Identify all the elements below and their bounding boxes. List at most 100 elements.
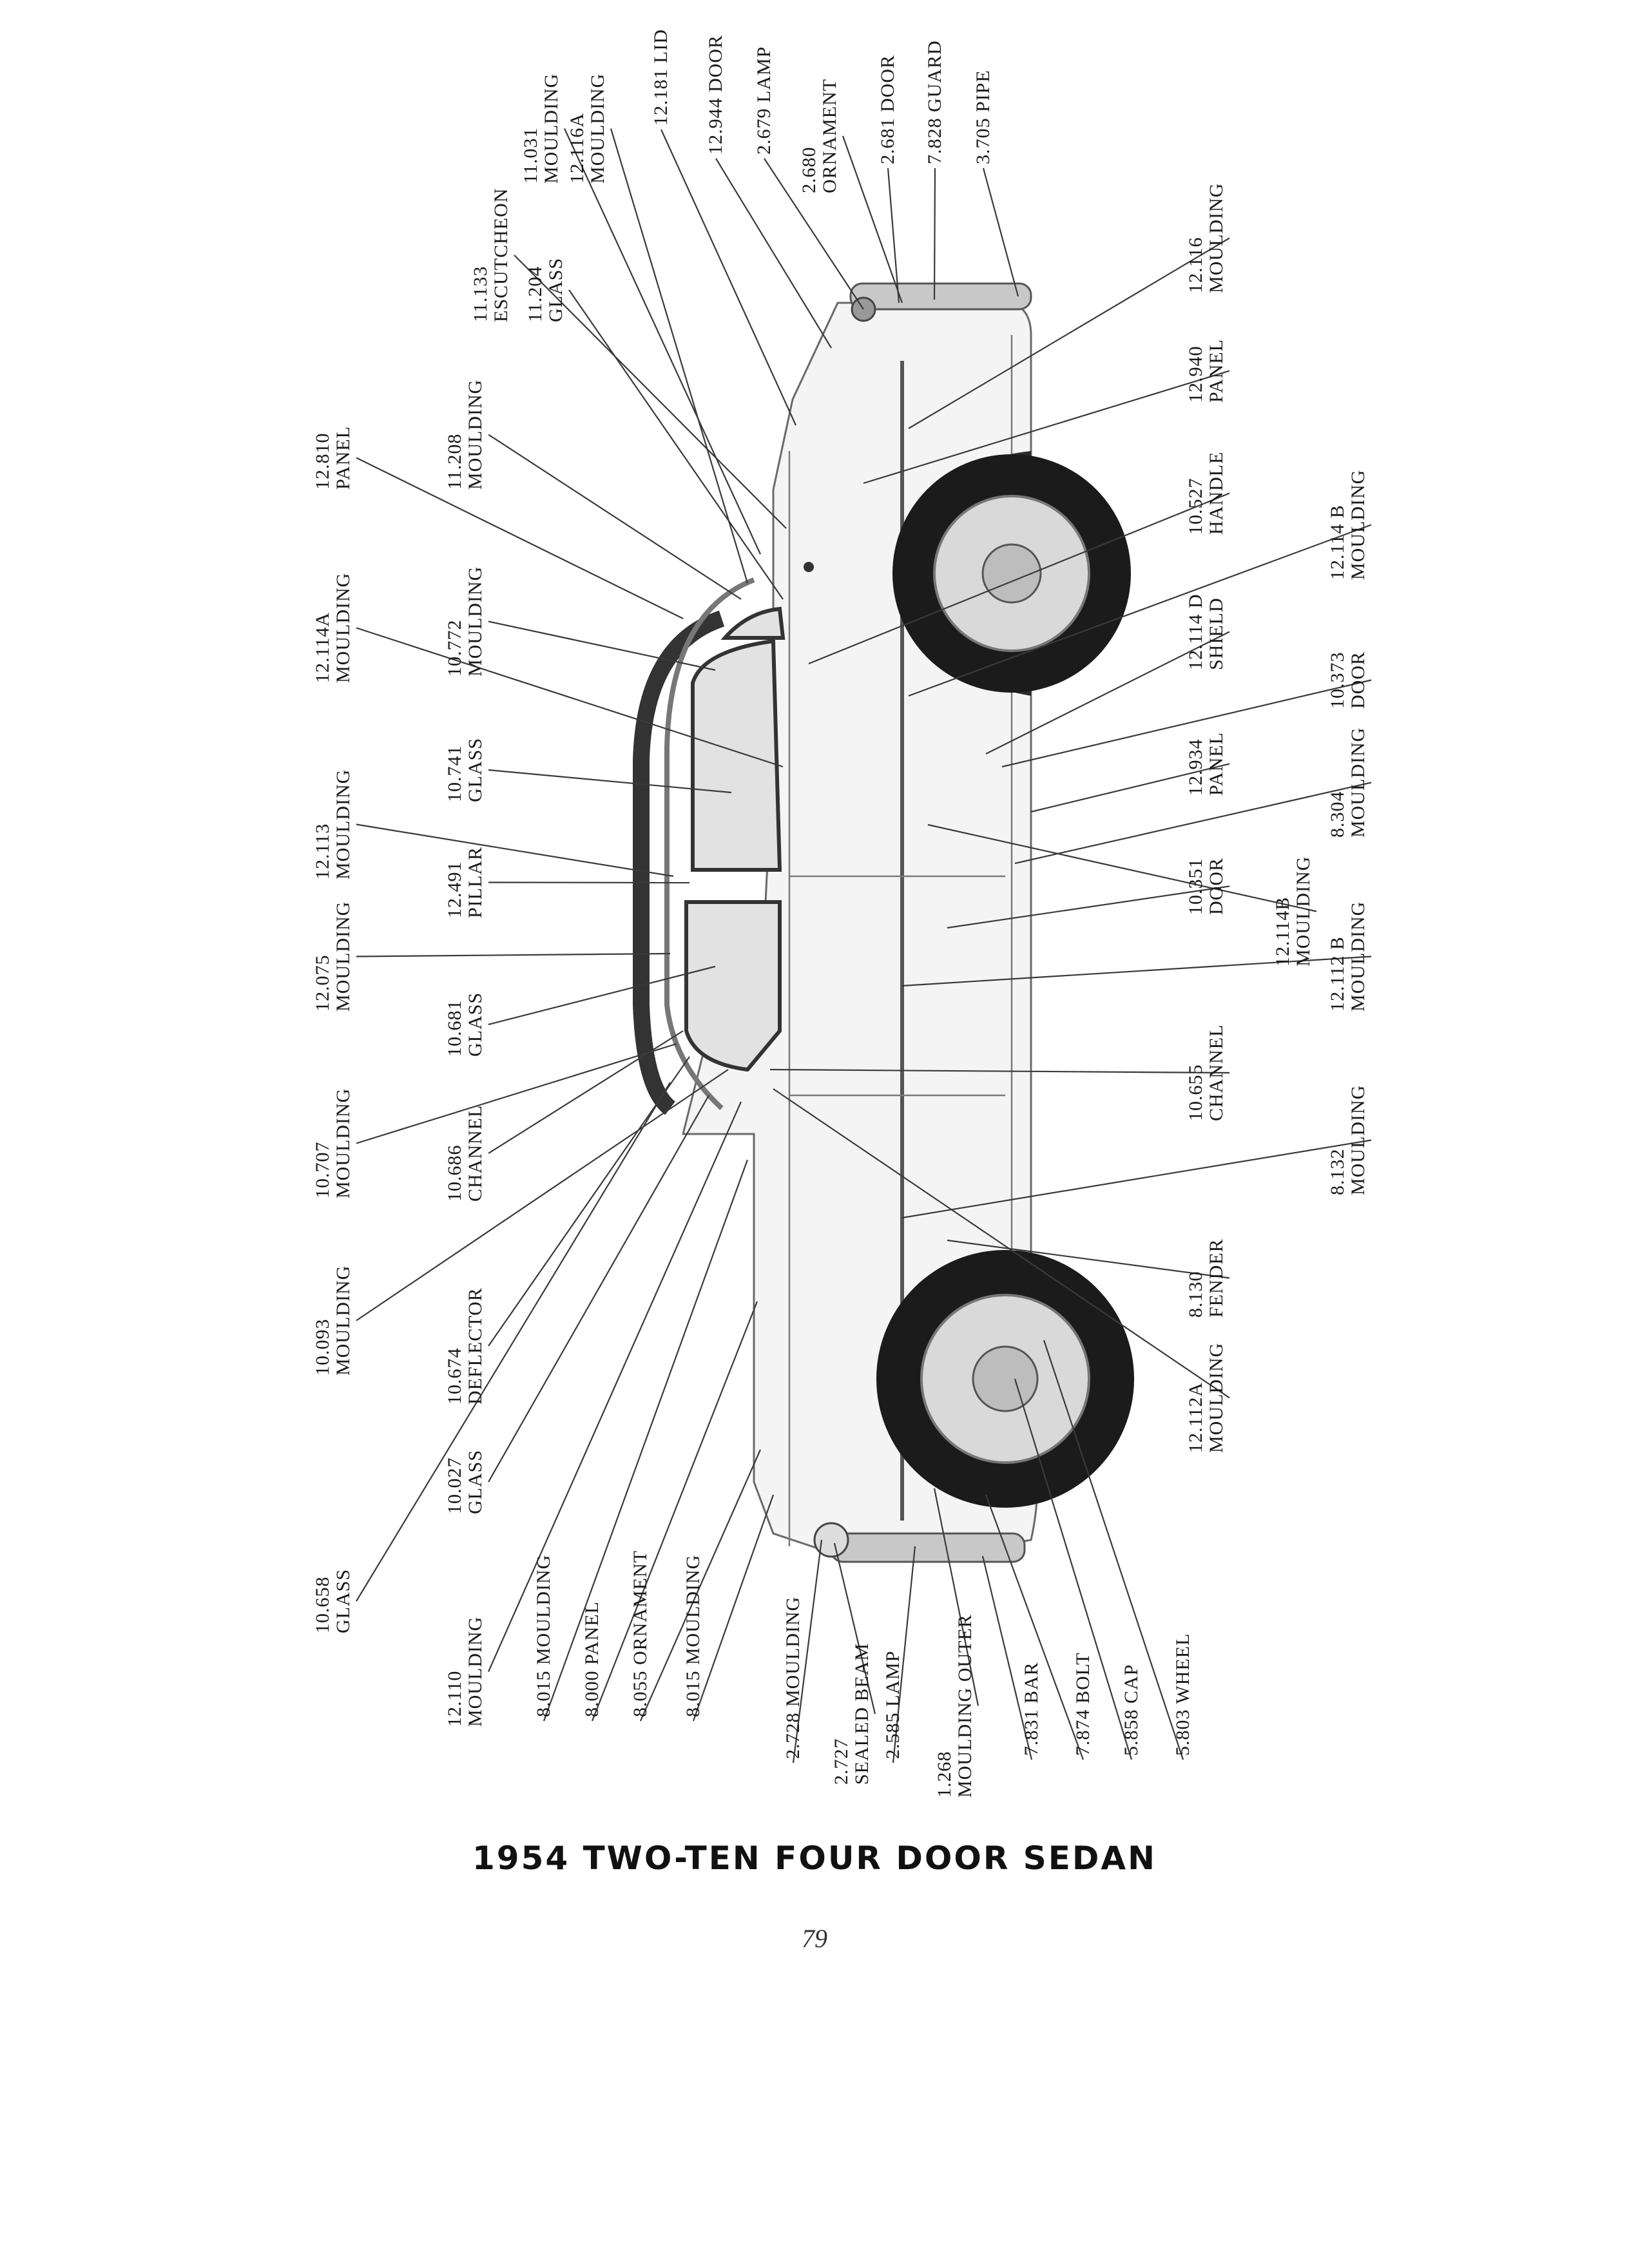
callout-c10: 11.133 ESCUTCHEON bbox=[470, 187, 512, 322]
leader-c27 bbox=[488, 965, 716, 1026]
callout-c42: 12.110 MOULDING bbox=[444, 1616, 486, 1727]
callout-c24: 12.491 PILLAR bbox=[444, 847, 486, 918]
leader-c45 bbox=[639, 1449, 762, 1722]
leader-c14 bbox=[488, 434, 742, 600]
leader-c39 bbox=[773, 1088, 1230, 1399]
callout-c27: 10.681 GLASS bbox=[444, 992, 486, 1057]
leader-c2 bbox=[610, 128, 749, 584]
callout-c3: 12.181 LID bbox=[650, 29, 671, 126]
callout-c25: 12.934 PANEL bbox=[1185, 732, 1227, 796]
leader-lines bbox=[356, 128, 1372, 1763]
callout-c2: 12.116A MOULDING bbox=[566, 73, 608, 184]
callout-c8: 7.828 GUARD bbox=[924, 40, 945, 164]
callout-c46: 8.015 MOULDING bbox=[682, 1554, 704, 1717]
callout-c23: 10.373 DOOR bbox=[1327, 651, 1369, 709]
callout-c6: 2.680 ORNAMENT bbox=[798, 79, 840, 193]
callout-c48: 2.727 SEALED BEAM bbox=[831, 1642, 872, 1785]
leader-c20 bbox=[356, 823, 674, 878]
callout-c44: 8.000 PANEL bbox=[581, 1601, 602, 1717]
leader-c42 bbox=[487, 1101, 742, 1672]
callout-c49: 2.585 LAMP bbox=[882, 1650, 903, 1759]
leader-c44 bbox=[591, 1301, 758, 1722]
door-handle bbox=[804, 562, 814, 572]
leader-c53 bbox=[1014, 1378, 1133, 1760]
leader-c48 bbox=[833, 1542, 876, 1715]
callout-c34: 10.655 CHANNEL bbox=[1185, 1024, 1227, 1121]
callout-c41: 10.027 GLASS bbox=[444, 1449, 486, 1514]
callout-c32: 10.707 MOULDING bbox=[312, 1088, 354, 1198]
callout-c50: 1.268 MOULDING OUTER bbox=[934, 1614, 976, 1798]
leader-c40 bbox=[356, 1082, 671, 1602]
leader-c12 bbox=[908, 237, 1230, 429]
callout-c22: 12.114 D SHIELD bbox=[1185, 593, 1227, 670]
callout-c4: 12.944 DOOR bbox=[705, 34, 726, 155]
leader-c13 bbox=[356, 457, 684, 619]
callout-c30: 8.304 MOULDING bbox=[1327, 727, 1369, 838]
rear-bumper bbox=[849, 282, 1032, 311]
head-lamp bbox=[813, 1522, 849, 1558]
page-number: 79 bbox=[802, 1924, 827, 1953]
callout-c40: 10.658 GLASS bbox=[312, 1568, 354, 1633]
leader-c52 bbox=[985, 1494, 1084, 1760]
callout-c38: 8.130 FENDER bbox=[1185, 1238, 1227, 1318]
callout-c52: 7.874 BOLT bbox=[1072, 1652, 1094, 1756]
leader-c31 bbox=[901, 956, 1372, 987]
callout-c13: 12.810 PANEL bbox=[312, 426, 354, 490]
front-bumper bbox=[830, 1532, 1026, 1563]
callout-c20: 12.113 MOULDING bbox=[312, 769, 354, 879]
callout-c33: 10.686 CHANNEL bbox=[444, 1104, 486, 1202]
leader-c19 bbox=[908, 524, 1372, 697]
leader-c30 bbox=[1014, 782, 1372, 865]
callout-c19: 12.114 B MOULDING bbox=[1327, 469, 1369, 580]
leader-c26 bbox=[356, 952, 671, 957]
leader-c34 bbox=[769, 1068, 1230, 1074]
leader-c15 bbox=[863, 370, 1230, 485]
callout-c26: 12.075 MOULDING bbox=[312, 901, 354, 1012]
leader-c22 bbox=[985, 631, 1230, 754]
callout-c43: 8.015 MOULDING bbox=[533, 1554, 554, 1717]
leader-c21 bbox=[488, 769, 732, 794]
leader-c33 bbox=[488, 1030, 684, 1154]
callout-c12: 12.116 MOULDING bbox=[1185, 182, 1227, 293]
callout-c35: 8.132 MOULDING bbox=[1327, 1084, 1369, 1195]
callout-c15: 12.940 PANEL bbox=[1185, 339, 1227, 403]
page-title: 1954 TWO-TEN FOUR DOOR SEDAN bbox=[472, 1840, 1157, 1877]
callout-c51: 7.831 BAR bbox=[1021, 1662, 1042, 1756]
callout-c9: 3.705 PIPE bbox=[972, 70, 994, 164]
leader-c18 bbox=[808, 492, 1230, 665]
leader-c49 bbox=[892, 1546, 916, 1763]
callout-c45: 8.055 ORNAMENT bbox=[630, 1550, 651, 1717]
leader-c41 bbox=[488, 1095, 709, 1483]
leader-c10 bbox=[514, 255, 787, 529]
leader-c47 bbox=[792, 1539, 823, 1763]
callout-c37: 10.674 DEFLECTOR bbox=[444, 1287, 486, 1405]
leader-c5 bbox=[764, 158, 864, 310]
callout-c36: 10.093 MOULDING bbox=[312, 1265, 354, 1376]
leader-c43 bbox=[543, 1159, 749, 1722]
callout-c53: 5.858 CAP bbox=[1121, 1664, 1142, 1756]
leader-c3 bbox=[660, 129, 797, 426]
leader-c16 bbox=[356, 627, 784, 768]
leader-c17 bbox=[488, 620, 716, 671]
rear-door-glass bbox=[691, 639, 782, 872]
leader-c1 bbox=[564, 128, 761, 555]
leader-c50 bbox=[933, 1488, 979, 1706]
leader-c35 bbox=[901, 1139, 1372, 1219]
leader-c7 bbox=[887, 168, 900, 303]
callout-c17: 10.772 MOULDING bbox=[444, 566, 486, 677]
roof-drip-moulding bbox=[664, 577, 755, 1110]
callout-c18: 10.527 HANDLE bbox=[1185, 451, 1227, 535]
callout-c5: 2.679 LAMP bbox=[753, 46, 775, 155]
leader-c25 bbox=[1030, 763, 1230, 813]
leader-c38 bbox=[947, 1239, 1230, 1279]
leader-c11 bbox=[568, 289, 784, 600]
callout-c39: 12.112A MOULDING bbox=[1185, 1342, 1227, 1453]
callout-c54: 5.803 WHEEL bbox=[1172, 1633, 1193, 1756]
callout-c31: 12.112 B MOULDING bbox=[1327, 901, 1369, 1012]
leader-c9 bbox=[982, 168, 1019, 297]
leader-c51 bbox=[981, 1555, 1033, 1760]
leader-c29 bbox=[927, 823, 1317, 912]
callout-c1: 11.031 MOULDING bbox=[520, 73, 562, 184]
leader-c46 bbox=[692, 1494, 775, 1722]
leader-c8 bbox=[933, 168, 936, 300]
